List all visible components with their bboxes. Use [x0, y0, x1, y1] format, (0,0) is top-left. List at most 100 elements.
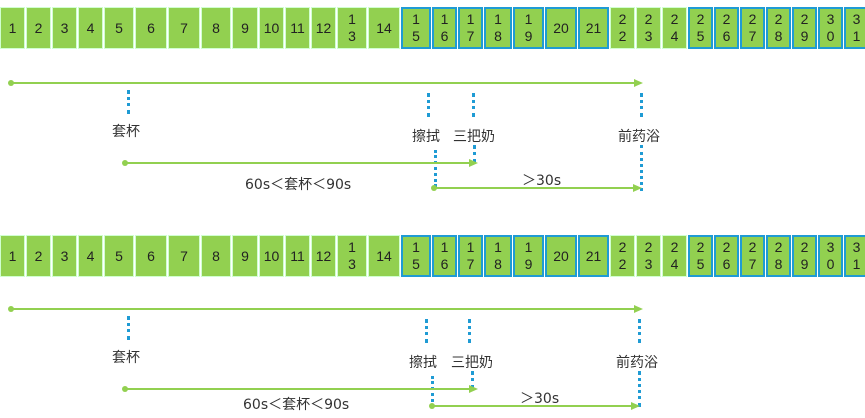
gt30-interval-line: [432, 405, 632, 407]
main-timeline-arrow: [634, 79, 643, 87]
day-label: 3 0: [826, 11, 835, 44]
day-cell: 20: [545, 235, 577, 277]
day-cell: 1 8: [484, 7, 512, 49]
day-cell: 1 9: [513, 7, 544, 49]
day-label: 2 3: [644, 239, 653, 272]
cashi-marker: [425, 319, 428, 343]
label-sanbanai: 三把奶: [453, 129, 495, 145]
day-cell: 6: [135, 7, 167, 49]
day-label: 1 7: [466, 239, 475, 272]
day-cell: 4: [78, 7, 103, 49]
day-cell: 3 0: [818, 235, 843, 277]
day-cell: 7: [168, 7, 200, 49]
day-label: 1 9: [524, 11, 533, 44]
day-cell: 3 1: [844, 7, 865, 49]
day-label: 9: [241, 19, 249, 36]
day-label: 2 6: [722, 239, 731, 272]
day-cell: 1 7: [458, 7, 483, 49]
day-label: 1 6: [440, 11, 449, 44]
main-timeline: [11, 82, 635, 84]
day-label: 7: [180, 19, 188, 36]
day-label: 3: [60, 19, 69, 36]
day-cell: 1: [0, 235, 25, 277]
day-label: 1: [8, 19, 17, 36]
day-cell: 11: [285, 7, 310, 49]
day-label: 2 2: [618, 11, 627, 44]
day-label: 2 9: [800, 239, 809, 272]
day-label: 5: [115, 19, 123, 36]
day-label: 14: [376, 19, 392, 36]
label-cashi: 擦拭: [409, 355, 437, 371]
day-label: 4: [86, 19, 95, 36]
day-cell: 4: [78, 235, 103, 277]
day-label: 1 8: [494, 239, 502, 272]
day-label: 10: [263, 247, 280, 264]
day-label: 1 5: [412, 239, 420, 272]
day-cell: 2: [26, 7, 51, 49]
day-cell: 1 3: [337, 235, 367, 277]
day-cell: 2 2: [610, 7, 635, 49]
label-interval-taobei: 60s＜套杯＜90s: [243, 397, 350, 413]
label-interval-taobei: 60s＜套杯＜90s: [245, 177, 352, 193]
day-cell: 12: [311, 7, 336, 49]
label-cashi: 擦拭: [412, 129, 440, 145]
main-timeline: [11, 308, 635, 310]
label-taobei: 套杯: [112, 350, 140, 366]
taobei-marker: [127, 316, 130, 340]
day-cell: 2 8: [766, 7, 791, 49]
day-cell: 1 5: [401, 7, 431, 49]
day-cell: 2 7: [740, 235, 765, 277]
day-label: 1 5: [412, 11, 420, 44]
day-label: 2 8: [774, 11, 783, 44]
sanbanai-marker: [468, 319, 471, 343]
day-label: 11: [290, 19, 305, 36]
label-qianyaoyu: 前药浴: [618, 129, 660, 145]
day-label: 8: [212, 19, 220, 36]
day-label: 5: [115, 247, 123, 264]
label-qianyaoyu: 前药浴: [616, 355, 658, 371]
cashi-marker-lower: [434, 150, 437, 187]
sanbanai-marker: [472, 93, 475, 117]
day-cell: 8: [201, 7, 231, 49]
taobei-marker: [127, 90, 130, 114]
label-interval-gt30: ＞30s: [520, 391, 560, 407]
day-cell: 1 5: [401, 235, 431, 277]
day-label: 2: [34, 19, 43, 36]
day-label: 2 2: [618, 239, 627, 272]
sanbanai-marker-lower: [473, 145, 476, 163]
day-label: 8: [212, 247, 220, 264]
day-cell: 20: [545, 7, 577, 49]
day-cell: 2 5: [688, 7, 713, 49]
day-label: 2 7: [748, 11, 757, 44]
day-cell: 2 9: [792, 235, 817, 277]
qianyaoyu-marker-lower: [638, 371, 641, 407]
cashi-marker: [427, 93, 430, 117]
cashi-marker-lower: [431, 376, 434, 407]
day-cell: 3: [52, 235, 77, 277]
day-label: 1 3: [348, 11, 356, 44]
day-cell: 2 3: [636, 235, 661, 277]
day-label: 2 9: [800, 11, 809, 44]
day-label: 1 3: [348, 239, 356, 272]
day-cell: 5: [104, 7, 134, 49]
day-cell: 1 6: [432, 235, 457, 277]
day-label: 20: [553, 247, 569, 264]
gt30-interval-arrow: [633, 184, 642, 192]
day-label: 1 8: [494, 11, 502, 44]
qianyaoyu-marker: [640, 93, 643, 117]
day-cell: 2 6: [714, 7, 739, 49]
day-cell: 2 6: [714, 235, 739, 277]
day-label: 1 7: [466, 11, 475, 44]
day-label: 2 6: [722, 11, 731, 44]
day-label: 2 4: [670, 239, 679, 272]
day-label: 1 9: [524, 239, 533, 272]
day-cell: 2: [26, 235, 51, 277]
taobei-interval-line: [125, 388, 471, 390]
day-label: 1: [8, 247, 17, 264]
day-cell: 3: [52, 7, 77, 49]
day-label: 2 3: [644, 11, 653, 44]
